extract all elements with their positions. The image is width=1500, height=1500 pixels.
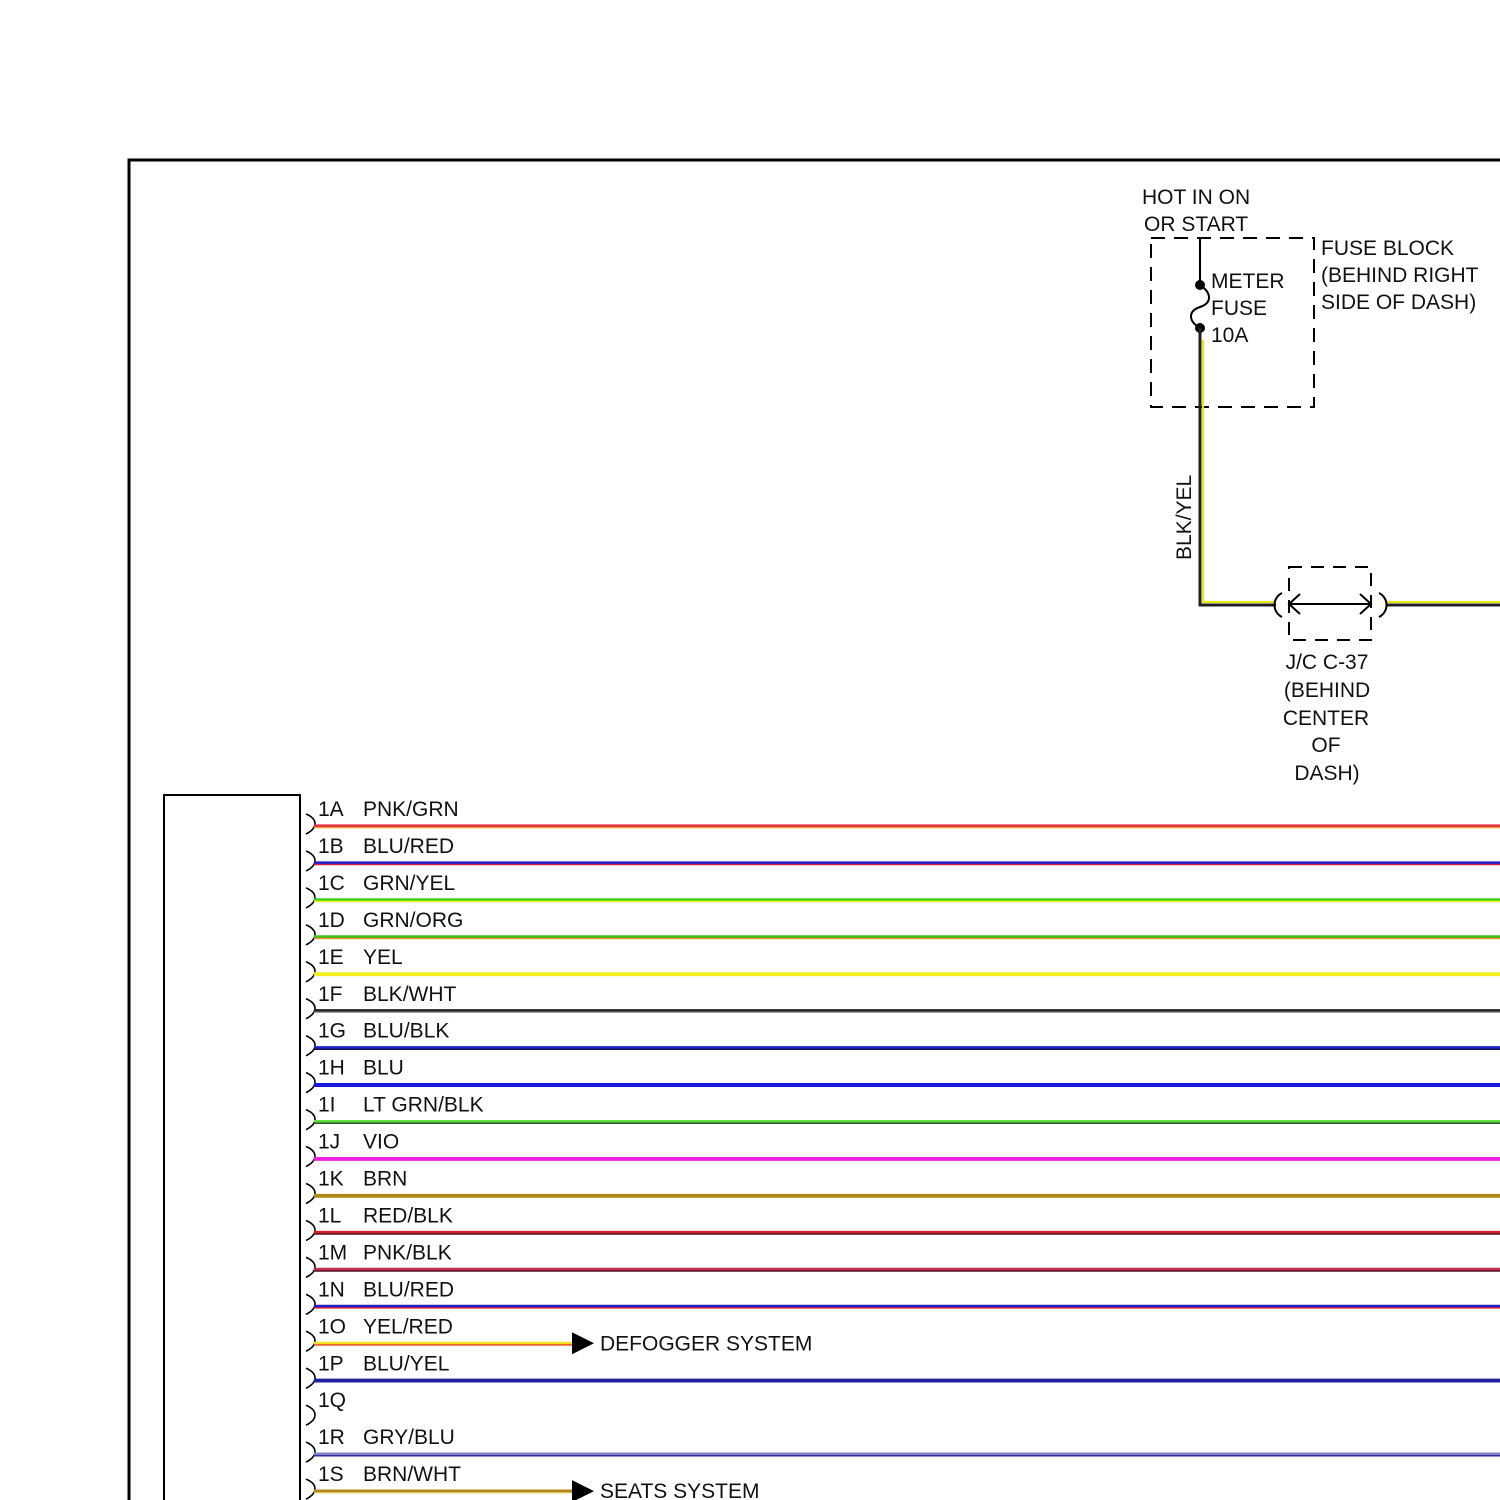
pin-id: 1O [318, 1315, 346, 1338]
wire-color-label: RED/BLK [363, 1204, 453, 1227]
pin-terminal-icon [306, 962, 315, 982]
pin-terminal-icon [306, 1294, 315, 1314]
wire-color-label: LT GRN/BLK [363, 1094, 484, 1117]
destination-label: DEFOGGER SYSTEM [600, 1332, 812, 1355]
pin-terminal-icon [306, 1405, 315, 1425]
feed-wire-stripe [1203, 340, 1276, 602]
pin-id: 1D [318, 909, 345, 932]
junction-right-bracket-icon [1379, 593, 1387, 617]
junction-label-line4: OF [1311, 734, 1340, 757]
pin-terminal-icon [306, 1147, 315, 1167]
pin-terminal-icon [306, 1368, 315, 1388]
wire-color-label: YEL/RED [363, 1315, 453, 1338]
pin-id: 1C [318, 872, 345, 895]
wire-color-label: GRY/BLU [363, 1426, 455, 1449]
pin-terminal-icon [306, 1110, 315, 1130]
pin-id: 1I [318, 1094, 336, 1117]
pin-terminal-icon [306, 1036, 315, 1056]
pin-terminal-icon [306, 925, 315, 945]
destination-arrow-icon [572, 1332, 594, 1354]
fuse-block-name-line2: (BEHIND RIGHT [1321, 264, 1479, 287]
wire-color-label: BLU/RED [363, 1278, 454, 1301]
pin-terminal-icon [306, 1257, 315, 1277]
feed-wire-label: BLK/YEL [1173, 475, 1196, 560]
pin-terminal-icon [306, 1331, 315, 1351]
fuse-label-line1: METER [1211, 270, 1285, 293]
wire-color-label: PNK/GRN [363, 798, 459, 821]
feed-wire-base [1200, 328, 1276, 605]
pin-id: 1N [318, 1278, 345, 1301]
pin-rows: 1A PNK/GRN 1B BLU/RED 1C GRN/YEL 1D GRN/ORG 1E YE… [306, 798, 1500, 1500]
fuse-terminal-top [1195, 280, 1205, 290]
pin-id: 1H [318, 1057, 345, 1080]
pin-terminal-icon [306, 851, 315, 871]
junction-label-line5: DASH) [1294, 762, 1359, 785]
pin-terminal-icon [306, 1479, 315, 1499]
junction-label-line1: J/C C-37 [1286, 651, 1369, 674]
pin-id: 1B [318, 835, 344, 858]
fuse-label-line2: FUSE [1211, 297, 1267, 320]
wire-color-label: BLU/BLK [363, 1020, 449, 1043]
hot-label-line2: OR START [1144, 213, 1248, 236]
pin-id: 1K [318, 1168, 344, 1191]
junction-label-line2: (BEHIND [1284, 679, 1370, 702]
wire-color-label: BLU [363, 1057, 404, 1080]
pin-terminal-icon [306, 1442, 315, 1462]
destination-label: SEATS SYSTEM [600, 1480, 759, 1500]
pin-id: 1P [318, 1352, 344, 1375]
wire-color-label: BLU/YEL [363, 1352, 449, 1375]
wire-color-label: PNK/BLK [363, 1241, 452, 1264]
wire-color-label: BRN/WHT [363, 1463, 461, 1486]
wire-color-label: YEL [363, 946, 403, 969]
wire-color-label: GRN/YEL [363, 872, 455, 895]
pin-terminal-icon [306, 999, 315, 1019]
pin-id: 1L [318, 1204, 341, 1227]
hot-label-line1: HOT IN ON [1142, 186, 1250, 209]
pin-id: 1M [318, 1241, 347, 1264]
pin-terminal-icon [306, 814, 315, 834]
pin-id: 1F [318, 983, 343, 1006]
fuse-block-name-line1: FUSE BLOCK [1321, 237, 1454, 260]
pin-terminal-icon [306, 1073, 315, 1093]
fuse-block-box [1151, 238, 1314, 407]
junction-label-line3: CENTER [1283, 707, 1369, 730]
fuse-block-name-line3: SIDE OF DASH) [1321, 291, 1476, 314]
pin-terminal-icon [306, 1220, 315, 1240]
pin-terminal-icon [306, 1184, 315, 1204]
fuse-label-line3: 10A [1211, 324, 1248, 347]
destination-arrow-icon [572, 1480, 594, 1500]
component-box [164, 795, 300, 1500]
pin-id: 1S [318, 1463, 344, 1486]
wire-color-label: BRN [363, 1168, 407, 1191]
pin-id: 1A [318, 798, 344, 821]
pin-terminal-icon [306, 888, 315, 908]
wire-color-label: VIO [363, 1131, 399, 1154]
pin-id: 1G [318, 1020, 346, 1043]
pin-id: 1R [318, 1426, 345, 1449]
wire-color-label: BLK/WHT [363, 983, 457, 1006]
wire-color-label: BLU/RED [363, 835, 454, 858]
pin-id: 1J [318, 1131, 340, 1154]
wire-color-label: GRN/ORG [363, 909, 463, 932]
fuse-element-icon [1191, 285, 1209, 328]
pin-id: 1Q [318, 1389, 346, 1412]
pin-id: 1E [318, 946, 344, 969]
